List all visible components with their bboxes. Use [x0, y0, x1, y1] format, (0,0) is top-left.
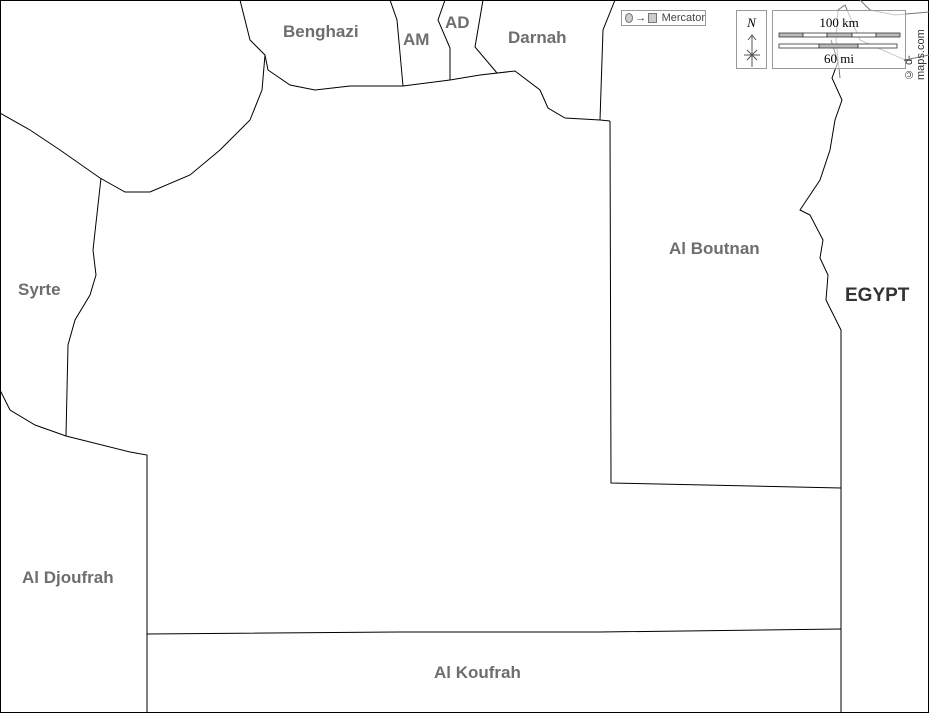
compass-arrow-icon [744, 34, 760, 67]
scale-bar: 100 km 60 mi [772, 10, 906, 69]
country-label-egypt: EGYPT [845, 285, 910, 306]
region-label-syrte: Syrte [18, 280, 61, 299]
arrow-icon: → [635, 12, 647, 24]
region-label-ad: AD [445, 13, 470, 32]
north-label: N [747, 15, 756, 30]
scale-bars [778, 32, 901, 49]
projection-legend: → Mercator [621, 10, 706, 26]
boundary-benghazi [239, 0, 611, 122]
projection-label: Mercator [661, 12, 705, 24]
compass: N [736, 10, 767, 69]
credit: © d-maps.com [903, 29, 927, 80]
boundary-ad-left [437, 0, 451, 80]
boundary-syrte-south [0, 389, 148, 713]
boundary-koufrah-north [146, 628, 842, 635]
boundary-boutnan-west [609, 120, 842, 489]
scale-mi-label: 60 mi [824, 51, 854, 66]
border-egypt [799, 39, 843, 713]
map-icon [648, 13, 657, 23]
boundary-am [389, 0, 404, 87]
boundary-syrte-arc [0, 54, 266, 193]
boundary-syrte-east [65, 177, 102, 437]
region-label-darnah: Darnah [508, 28, 567, 47]
region-label-al-djoufrah: Al Djoufrah [22, 568, 114, 587]
globe-icon [625, 13, 634, 23]
boundary-ad-right [474, 0, 498, 74]
region-label-al-koufrah: Al Koufrah [434, 663, 521, 682]
region-label-am: AM [403, 30, 430, 49]
boundary-darnah [599, 0, 616, 121]
region-label-al-boutnan: Al Boutnan [669, 239, 760, 258]
scale-km-label: 100 km [819, 15, 859, 30]
region-label-benghazi: Benghazi [283, 22, 359, 41]
